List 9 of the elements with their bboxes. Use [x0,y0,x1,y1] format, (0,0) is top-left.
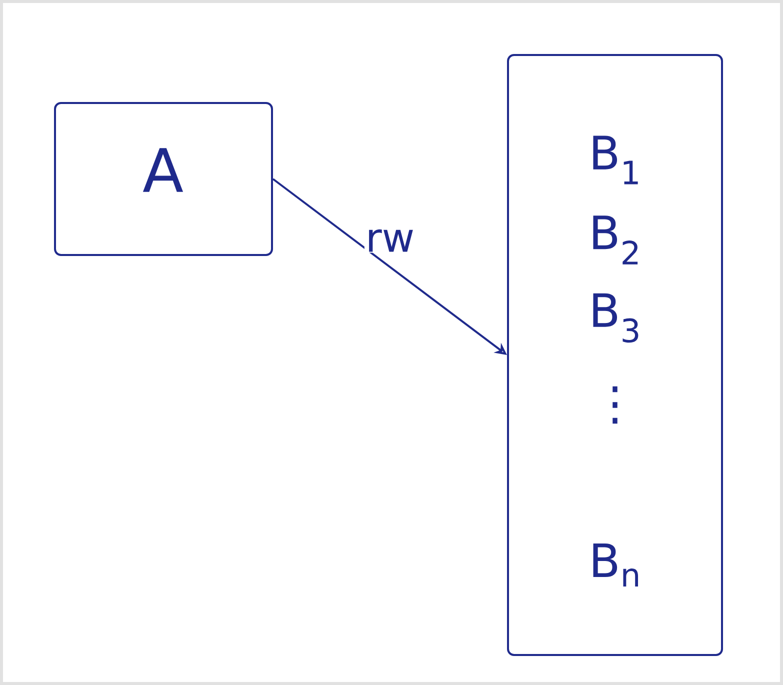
letter: ⋮ [612,386,618,424]
box [54,102,273,256]
letter: A [142,148,184,192]
letter: B$_{n}$ [593,544,638,586]
letter: B$_{1}$ [593,136,638,184]
letter: B$_{3}$ [593,293,638,343]
edge-label: rw [364,228,416,253]
letter: B$_{2}$ [593,216,638,264]
list-box [507,54,724,656]
